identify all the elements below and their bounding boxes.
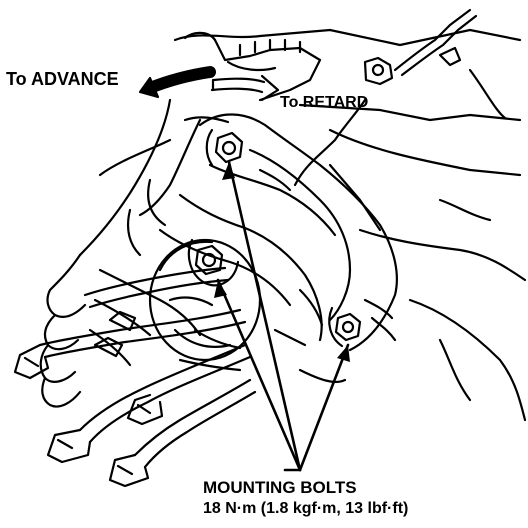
advance-arrow — [138, 66, 216, 99]
distributor-housing — [158, 113, 398, 384]
retard-label: To RETARD — [280, 94, 369, 111]
leader-arrowheads — [214, 162, 350, 362]
direction-arrows — [138, 66, 280, 102]
retard-arrow — [210, 74, 280, 102]
advance-label: To ADVANCE — [6, 69, 119, 89]
lower-mounting-bolt — [328, 306, 362, 348]
bolt-leader-lines — [216, 160, 350, 472]
mounting-bolts-label: MOUNTING BOLTS — [203, 478, 357, 497]
hand — [39, 98, 242, 408]
wire-boots — [13, 343, 164, 488]
vacuum-cable — [293, 98, 367, 187]
middle-mounting-bolt — [187, 238, 240, 287]
engine-background — [98, 28, 527, 422]
mounting-bolts — [187, 128, 362, 348]
top-bracket — [183, 8, 478, 102]
spark-plug-wires — [38, 266, 257, 469]
upper-mounting-bolt — [205, 128, 244, 167]
torque-spec-label: 18 N·m (1.8 kgf·m, 13 lbf·ft) — [203, 500, 409, 517]
